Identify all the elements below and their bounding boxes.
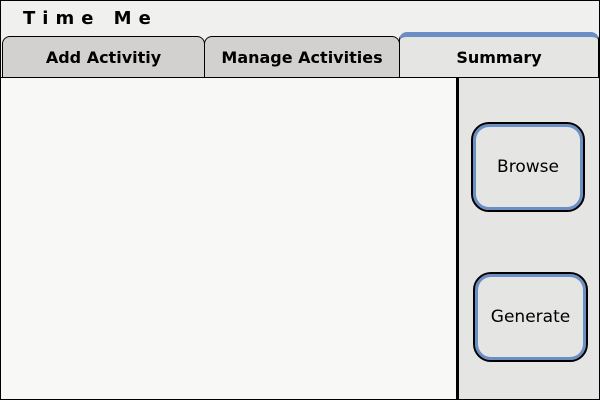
summary-content-area [1,78,456,399]
tab-label: Add Activitiy [45,48,162,67]
tab-panel-border [1,77,599,78]
browse-button[interactable]: Browse [471,122,585,212]
tab-summary[interactable]: Summary [399,32,599,78]
tab-add-activity[interactable]: Add Activitiy [2,36,205,78]
tab-manage-activities[interactable]: Manage Activities [204,36,400,78]
app-title: Time Me [23,8,158,29]
tab-label: Manage Activities [221,48,383,67]
tab-label: Summary [456,48,542,67]
generate-button[interactable]: Generate [473,272,588,362]
